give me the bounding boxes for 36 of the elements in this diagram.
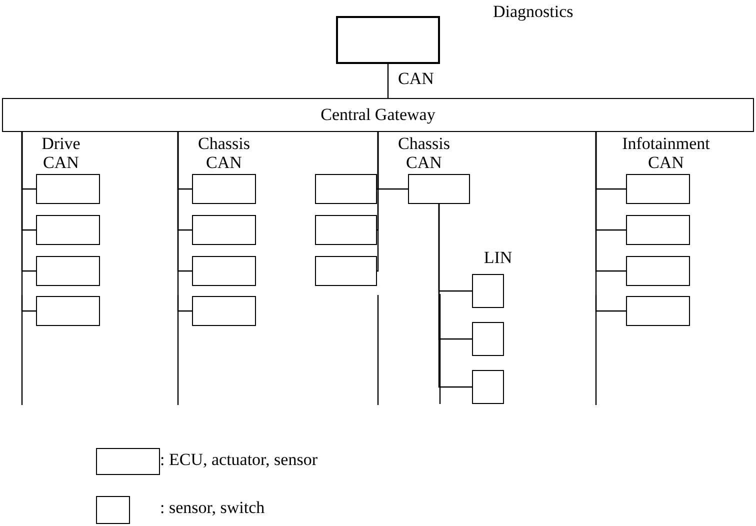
ecu-box xyxy=(192,215,256,245)
bus-label: Drive CAN xyxy=(40,134,82,172)
ecu-box xyxy=(408,174,470,204)
gateway-bar xyxy=(2,98,754,132)
ecu-box xyxy=(36,256,100,286)
ecu-box xyxy=(192,174,256,204)
ecu-box xyxy=(626,174,690,204)
ecu-box xyxy=(315,256,377,286)
ecu-box xyxy=(315,215,377,245)
legend-label: : ECU, actuator, sensor xyxy=(160,450,318,469)
ecu-box xyxy=(192,296,256,326)
bus-label: Chassis CAN xyxy=(397,134,451,172)
ecu-box xyxy=(626,256,690,286)
ecu-box xyxy=(192,256,256,286)
ecu-box xyxy=(36,174,100,204)
bus-label: Infotainment CAN xyxy=(621,134,711,172)
bus-label: LIN xyxy=(482,248,514,267)
bus-connector xyxy=(21,132,36,312)
bus-connector xyxy=(438,204,472,388)
bus-connector xyxy=(177,132,192,312)
ecu-box xyxy=(36,296,100,326)
ecu-box xyxy=(626,215,690,245)
bus-label: Chassis CAN xyxy=(197,134,251,172)
bus-connector xyxy=(377,132,408,190)
legend-label: : sensor, switch xyxy=(160,498,265,517)
node-label: Central Gateway xyxy=(320,105,436,125)
bus-connector xyxy=(595,132,626,312)
ecu-box xyxy=(315,174,377,204)
sensor-box xyxy=(472,322,504,356)
ecu-box xyxy=(336,16,440,64)
node-caption: Diagnostics xyxy=(493,2,574,21)
sensor-box xyxy=(472,274,504,308)
bus-connector xyxy=(387,64,389,98)
ecu-box xyxy=(626,296,690,326)
ecu-box xyxy=(36,215,100,245)
sensor-box xyxy=(472,370,504,404)
